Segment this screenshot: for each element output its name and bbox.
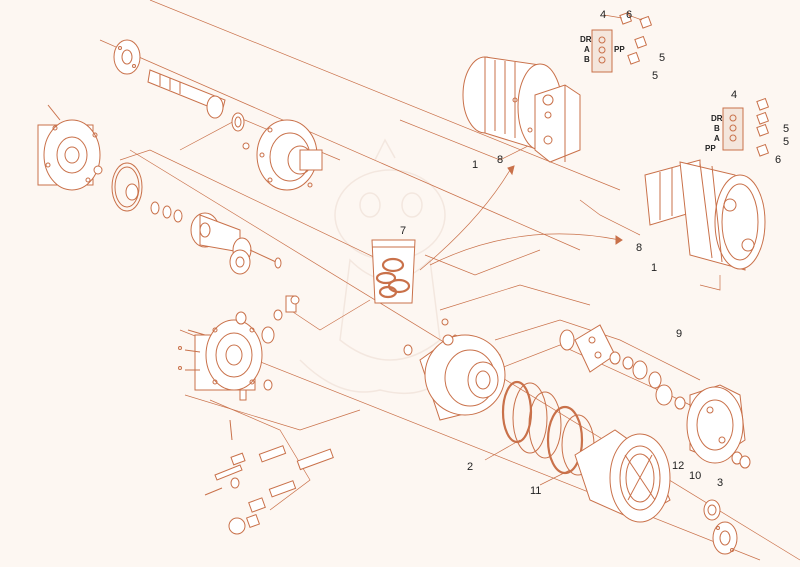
center-hub <box>403 318 506 421</box>
callout-10: 10 <box>689 470 701 482</box>
port-label-b-right: B <box>714 124 720 133</box>
port-label-dr-right: DR <box>711 114 723 123</box>
center-left-motor-casing <box>178 295 300 441</box>
upper-shaft-assembly <box>113 39 323 191</box>
port-label-b-top: B <box>584 55 590 64</box>
callout-1-right: 1 <box>651 262 657 274</box>
assembled-motor-right <box>644 159 766 271</box>
callout-12: 12 <box>672 460 684 472</box>
port-label-pp-right: PP <box>705 144 716 153</box>
watermark-mascot <box>299 138 446 395</box>
callout-5-right-b: 5 <box>783 136 789 148</box>
end-cover <box>686 384 751 469</box>
port-labels: DR A B PP DR B A PP <box>580 35 723 153</box>
callout-4-right: 4 <box>731 89 737 101</box>
bearing-rings <box>501 380 595 476</box>
seal-kit-bag <box>371 239 416 304</box>
left-housing <box>37 104 103 191</box>
callout-6-top: 6 <box>626 9 632 21</box>
port-label-a-top: A <box>584 45 590 54</box>
callout-2: 2 <box>467 461 473 473</box>
callout-7: 7 <box>400 225 406 237</box>
callout-5-right-a: 5 <box>783 123 789 135</box>
callout-4-top: 4 <box>600 9 606 21</box>
callout-8-right: 8 <box>636 242 642 254</box>
port-plate-right <box>722 97 770 157</box>
assembled-motor-top <box>462 56 581 163</box>
callout-6-right: 6 <box>775 154 781 166</box>
callout-labels: 7 1 8 8 1 4 6 5 5 4 5 5 6 9 2 11 12 10 3 <box>400 9 789 497</box>
callout-8-top: 8 <box>497 154 503 166</box>
port-plate-top <box>591 11 653 73</box>
left-gear-cluster <box>111 162 282 275</box>
callout-1-top: 1 <box>472 159 478 171</box>
callout-5-top-a: 5 <box>659 52 665 64</box>
port-label-dr-top: DR <box>580 35 592 44</box>
port-label-pp-top: PP <box>614 45 625 54</box>
callout-5-top-b: 5 <box>652 70 658 82</box>
ring-gear-housing <box>574 429 671 523</box>
callout-9: 9 <box>676 328 682 340</box>
planetary-carrier <box>559 324 686 410</box>
valve-spool-parts <box>204 445 334 535</box>
callout-3: 3 <box>717 477 723 489</box>
port-label-a-right: A <box>714 134 720 143</box>
bottom-right-small-parts <box>703 499 738 555</box>
callout-11: 11 <box>530 485 541 497</box>
